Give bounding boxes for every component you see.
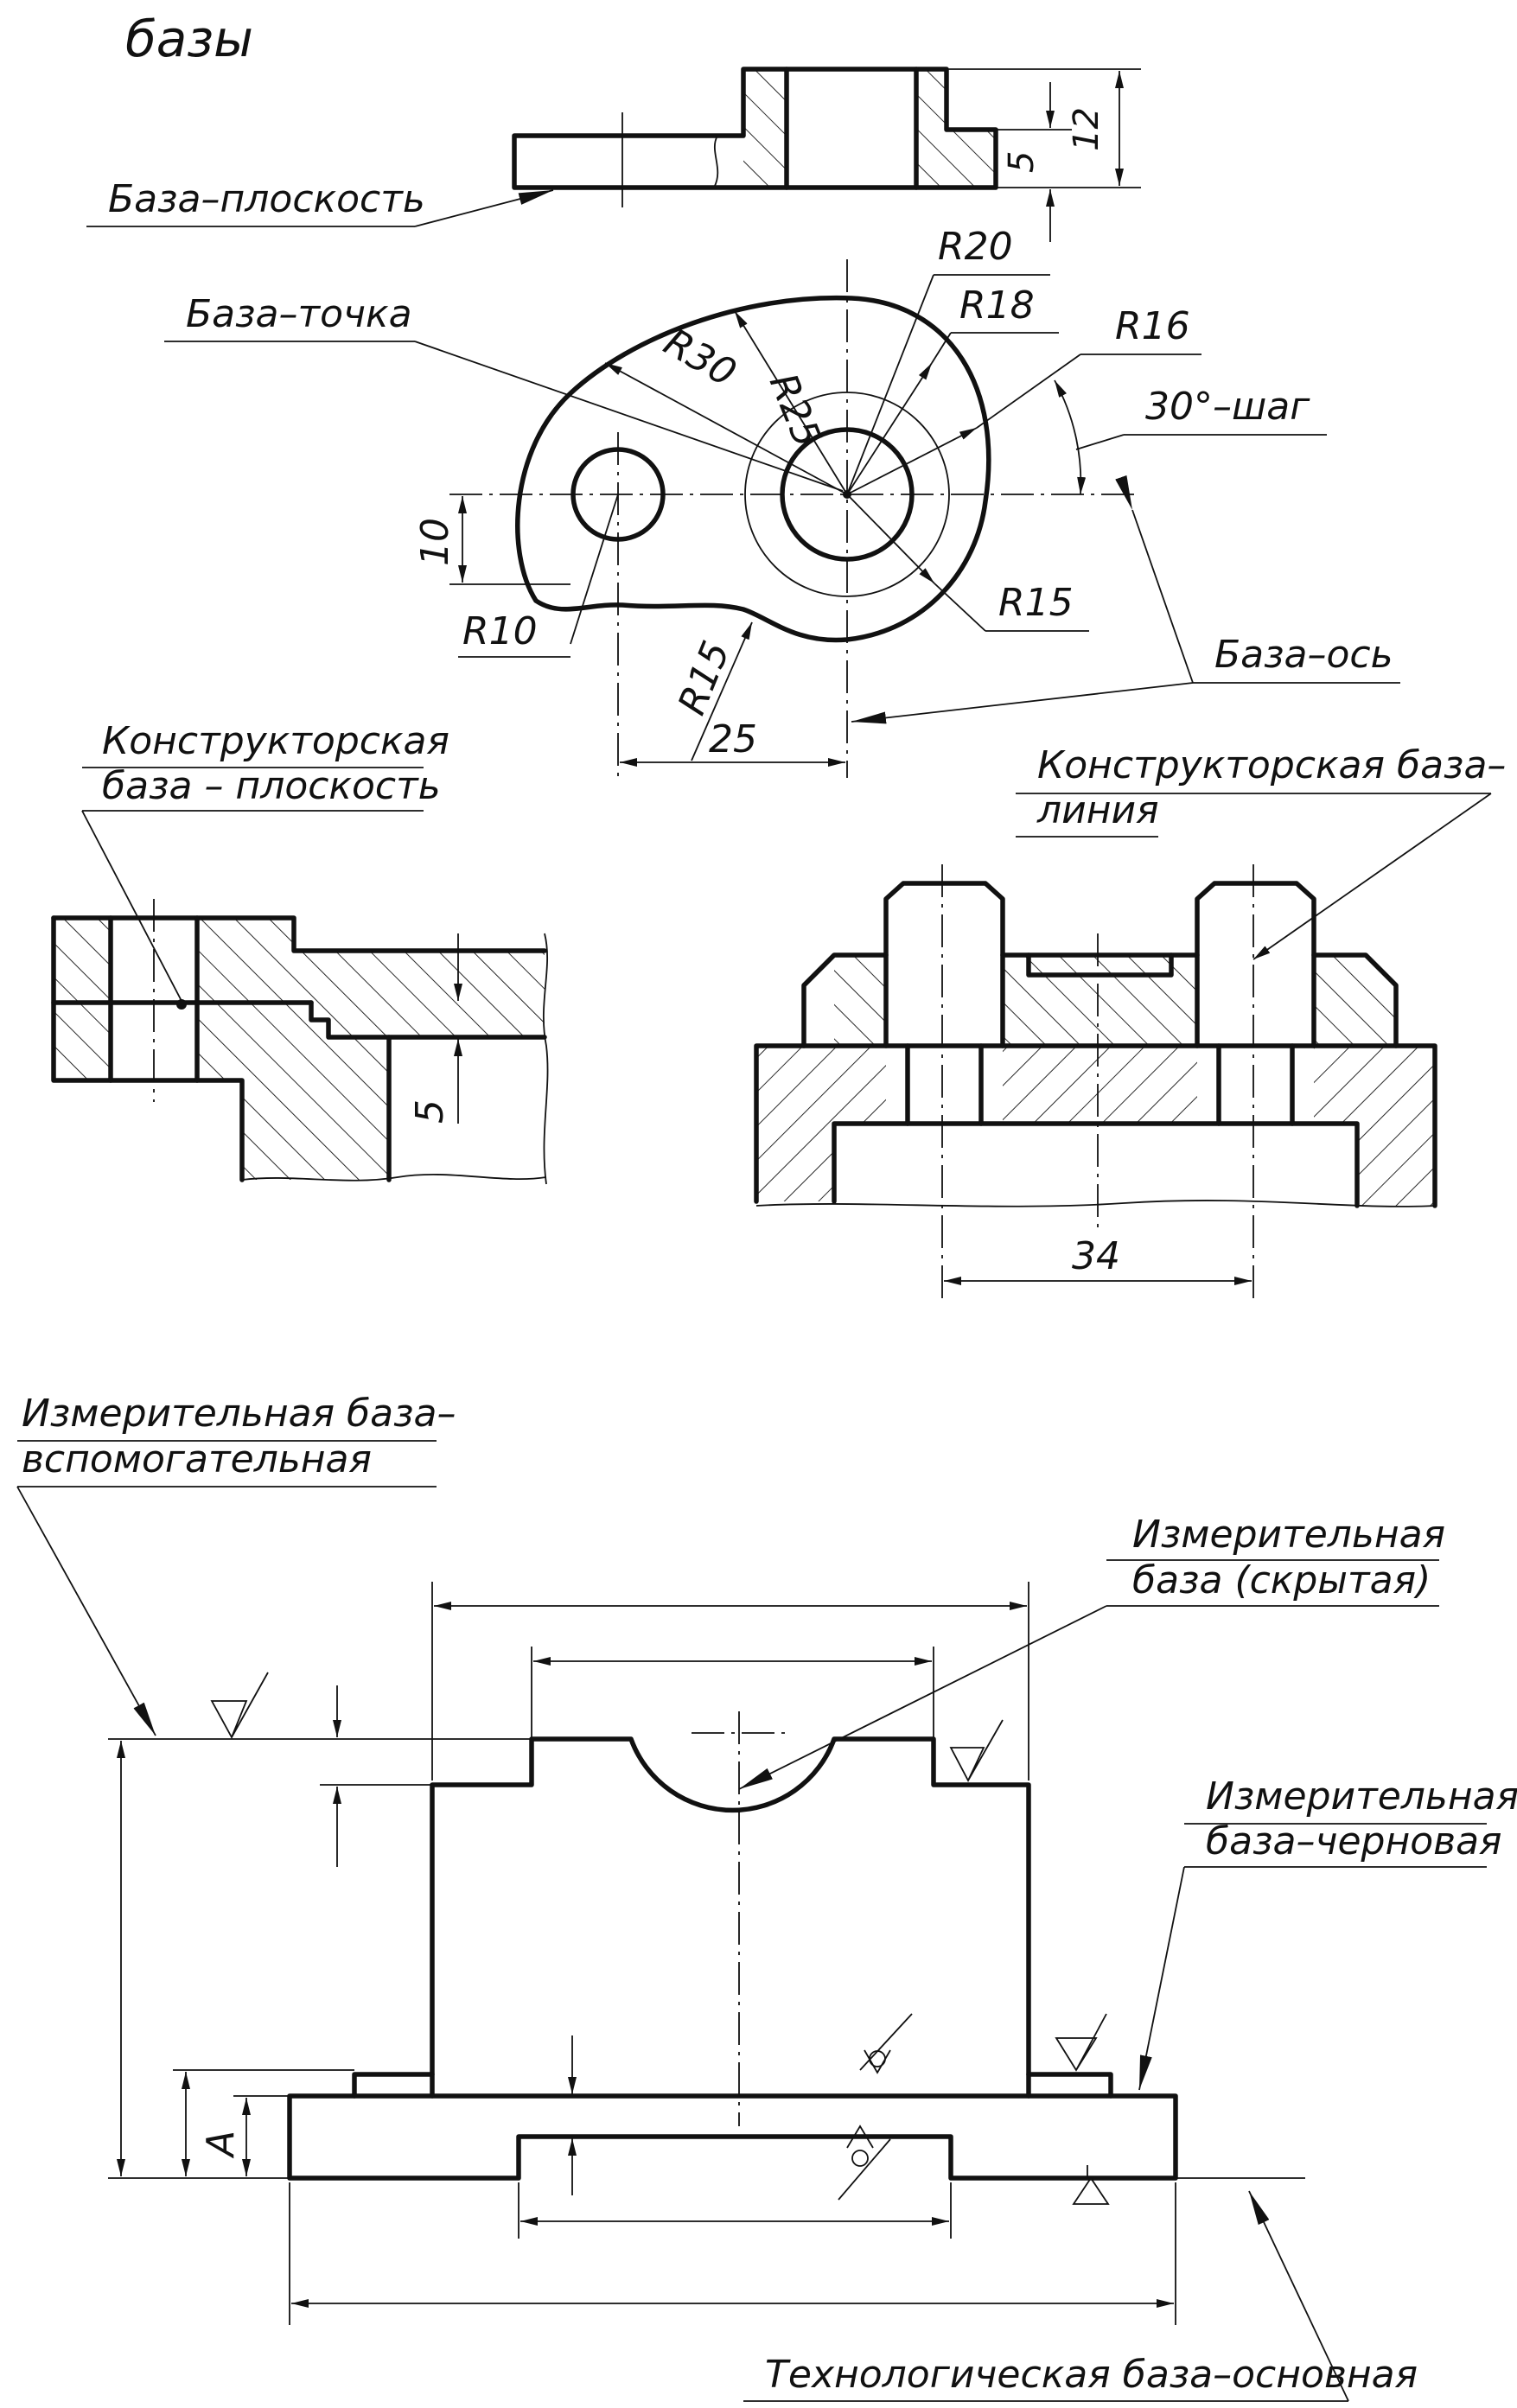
label-meas-hidden-2: база (скрытая) <box>1132 1558 1431 1602</box>
label-meas-hidden-1: Измерительная <box>1132 1513 1445 1557</box>
label-design-plane-1: Конструкторская <box>102 719 449 763</box>
dim-25: 25 <box>709 717 757 761</box>
design-plane-section: 5 Конструкторская база – плоскость <box>51 719 549 1185</box>
measurement-bases-view: A Измерительная база– вспомогательная Из… <box>16 1392 1517 2402</box>
label-design-plane-2: база – плоскость <box>102 764 441 808</box>
flange-front-view: 12 5 База–плоскость <box>86 67 1141 242</box>
dim-r25: R25 <box>761 367 830 453</box>
dim-10: 10 <box>413 518 457 566</box>
label-design-line-2: линия <box>1036 788 1159 832</box>
label-meas-rough-2: база–черновая <box>1206 1819 1502 1863</box>
label-design-line-1: Конструкторская база– <box>1037 743 1506 787</box>
dim-34: 34 <box>1072 1234 1120 1278</box>
label-meas-aux-1: Измерительная база– <box>22 1392 456 1436</box>
dim-r10: R10 <box>462 609 538 653</box>
dim-5-plane: 5 <box>408 1099 452 1124</box>
dim-12: 12 <box>1067 107 1106 151</box>
dim-r16: R16 <box>1115 304 1190 348</box>
label-base-point: База–точка <box>186 292 412 336</box>
pin-assembly-section: 34 Конструкторская база– линия <box>754 743 1506 1305</box>
label-base-plane: База–плоскость <box>108 177 425 221</box>
page-title: базы <box>125 10 253 68</box>
label-meas-aux-2: вспомогательная <box>22 1437 372 1481</box>
cam-plan-view: База–точка 30°–шаг База–ось R20 R18 R16 … <box>164 225 1400 778</box>
dim-A: A <box>199 2131 243 2159</box>
dim-5: 5 <box>1002 151 1042 173</box>
dim-r15-right: R15 <box>998 581 1074 625</box>
label-tech-main: Технологическая база–основная <box>765 2353 1418 2397</box>
dim-r20: R20 <box>938 225 1013 269</box>
label-meas-rough-1: Измерительная <box>1206 1774 1517 1819</box>
label-step-angle: 30°–шаг <box>1145 385 1310 429</box>
label-base-axis: База–ось <box>1214 633 1393 677</box>
dim-r18: R18 <box>959 283 1035 328</box>
